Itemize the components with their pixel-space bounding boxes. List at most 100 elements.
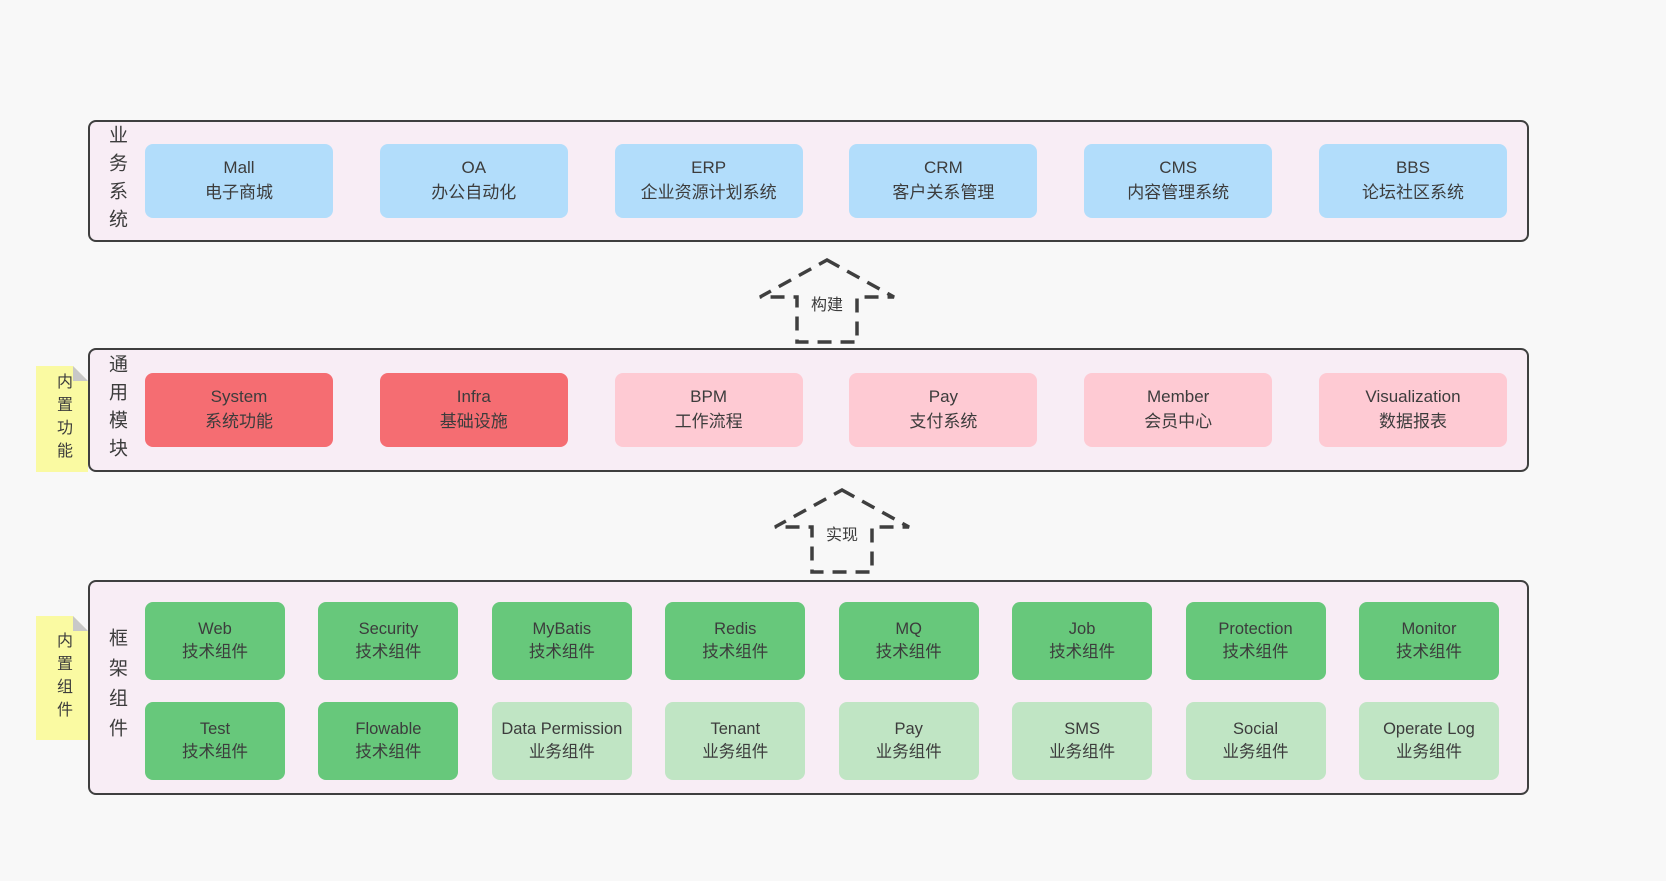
box-title: Security — [358, 619, 419, 638]
module-box-redis: Redis 技术组件 — [665, 602, 806, 680]
panel-title-vertical: 通用模块 — [106, 354, 127, 466]
module-box-web: Web 技术组件 — [145, 602, 285, 680]
box-subtitle: 业务组件 — [702, 743, 769, 761]
box-subtitle: 技术组件 — [528, 643, 595, 661]
box-title: ERP — [691, 158, 727, 178]
box-subtitle: 技术组件 — [182, 743, 248, 761]
sticky-note-builtin-components: 内置组件 — [36, 616, 88, 740]
module-box-visualization: Visualization 数据报表 — [1318, 373, 1507, 447]
box-title: Mall — [223, 158, 255, 178]
module-box-sms: SMS 业务组件 — [1012, 702, 1153, 780]
box-title: CMS — [1159, 158, 1198, 178]
module-box-social: Social 业务组件 — [1185, 702, 1326, 780]
box-title: Test — [199, 719, 231, 738]
box-subtitle: 技术组件 — [355, 643, 422, 661]
dashed-arrow-up-implement: 实现 — [772, 487, 912, 575]
box-subtitle: 技术组件 — [1395, 643, 1462, 661]
box-subtitle: 技术组件 — [702, 643, 769, 661]
box-title: SMS — [1064, 719, 1100, 738]
box-subtitle: 工作流程 — [674, 412, 743, 431]
box-title: MyBatis — [532, 619, 592, 638]
box-subtitle: 业务组件 — [528, 743, 595, 761]
box-subtitle: 内容管理系统 — [1127, 183, 1230, 202]
box-title: Operate Log — [1383, 719, 1475, 738]
box-subtitle: 业务组件 — [1222, 743, 1289, 761]
sticky-label: 内置组件 — [54, 632, 71, 724]
box-subtitle: 企业资源计划系统 — [640, 183, 777, 202]
sticky-note-builtin-features: 内置功能 — [36, 366, 88, 472]
box-title: CRM — [924, 158, 963, 178]
dashed-arrow-up-build: 构建 — [757, 257, 897, 345]
module-box-infra: Infra 基础设施 — [379, 373, 568, 447]
box-title: Redis — [714, 619, 757, 638]
box-title: Web — [198, 619, 232, 638]
box-title: Monitor — [1401, 619, 1457, 638]
box-subtitle: 业务组件 — [1395, 743, 1462, 761]
module-box-bbs: BBS 论坛社区系统 — [1318, 144, 1507, 218]
module-box-data-permission: Data Permission 业务组件 — [491, 702, 632, 780]
box-title: Data Permission — [501, 719, 623, 738]
box-subtitle: 论坛社区系统 — [1361, 183, 1464, 202]
box-subtitle: 数据报表 — [1378, 412, 1447, 431]
box-subtitle: 技术组件 — [355, 743, 422, 761]
box-subtitle: 会员中心 — [1144, 412, 1213, 431]
module-box-tenant: Tenant 业务组件 — [665, 702, 806, 780]
box-title: BBS — [1395, 158, 1430, 178]
arrow-up-icon — [774, 488, 910, 574]
folded-corner-icon — [73, 366, 88, 381]
panel-title-vertical: 业务系统 — [106, 125, 127, 237]
box-title: Visualization — [1365, 387, 1461, 407]
box-title: BPM — [690, 387, 728, 407]
box-title: MQ — [895, 619, 922, 638]
arrow-label-build: 构建 — [807, 290, 847, 316]
box-title: Member — [1147, 387, 1210, 407]
folded-corner-icon — [73, 616, 88, 631]
box-subtitle: 电子商城 — [205, 183, 273, 202]
module-box-bpm: BPM 工作流程 — [614, 373, 803, 447]
arrow-label-implement: 实现 — [822, 520, 862, 546]
box-title: Pay — [894, 719, 923, 738]
module-box-erp: ERP 企业资源计划系统 — [614, 144, 803, 218]
module-box-test: Test 技术组件 — [145, 702, 285, 780]
module-box-operate-log: Operate Log 业务组件 — [1358, 702, 1499, 780]
box-subtitle: 技术组件 — [1049, 643, 1116, 661]
module-box-mq: MQ 技术组件 — [838, 602, 979, 680]
box-title: Social — [1233, 719, 1278, 738]
module-box-pay: Pay 支付系统 — [849, 373, 1038, 447]
module-box-oa: OA 办公自动化 — [379, 144, 568, 218]
module-box-monitor: Monitor 技术组件 — [1358, 602, 1499, 680]
box-subtitle: 支付系统 — [909, 412, 978, 431]
sticky-label: 内置功能 — [54, 373, 71, 465]
module-box-pay: Pay 业务组件 — [838, 702, 979, 780]
box-subtitle: 技术组件 — [1222, 643, 1289, 661]
box-subtitle: 系统功能 — [205, 412, 273, 431]
box-subtitle: 技术组件 — [182, 643, 248, 661]
box-title: Infra — [456, 387, 491, 407]
box-title: Tenant — [710, 719, 761, 738]
box-subtitle: 业务组件 — [1049, 743, 1116, 761]
arrow-up-icon — [759, 258, 895, 344]
module-box-mall: Mall 电子商城 — [145, 144, 333, 218]
box-subtitle: 基础设施 — [439, 412, 508, 431]
box-subtitle: 办公自动化 — [431, 183, 517, 202]
box-title: Protection — [1218, 619, 1293, 638]
box-title: OA — [461, 158, 487, 178]
module-box-cms: CMS 内容管理系统 — [1084, 144, 1273, 218]
box-subtitle: 技术组件 — [875, 643, 942, 661]
box-subtitle: 业务组件 — [875, 743, 942, 761]
box-title: Pay — [928, 387, 959, 407]
panel-title-vertical: 框架组件 — [106, 627, 127, 748]
module-box-protection: Protection 技术组件 — [1185, 602, 1326, 680]
module-box-security: Security 技术组件 — [318, 602, 459, 680]
